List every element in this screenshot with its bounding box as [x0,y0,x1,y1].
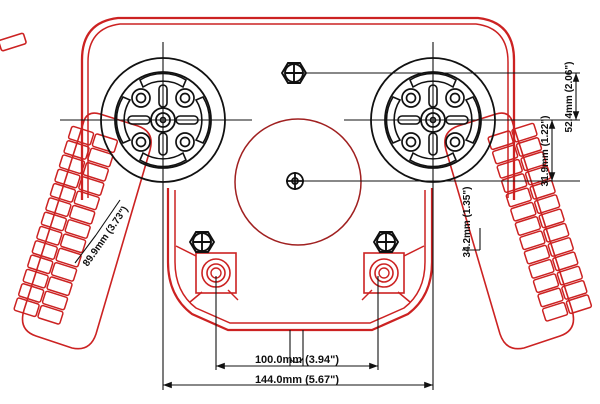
left-pedal-tread [0,32,152,350]
dim-right-arm-offset-label: 34.2mm (1.35") [462,187,473,258]
left-pedal-rungs [13,125,119,325]
right-bracket-hex-bolt [372,231,400,253]
left-bracket-hex-bolt [188,231,216,253]
right-mount-block [361,245,425,303]
right-wheel-bolt-holes [401,88,465,152]
right-pedal-tread [444,112,593,350]
leader-lines [74,199,481,264]
dim-upper-offset-label: 52.4mm (2.06") [564,62,575,133]
right-wheel-arc-slots [385,72,481,168]
top-frame-tube [80,16,516,200]
left-mount-block [175,245,239,303]
dim-lower-offset-label: 31.9mm (1.22") [540,116,551,187]
lower-cradle-frame [166,188,434,332]
left-wheel-arc-slots [115,72,211,168]
dim-overall-width-label: 144.0mm (5.67") [255,374,339,386]
right-wheel-centerlines [344,42,580,250]
red-frame-group [0,16,593,350]
left-wheel-centerlines [60,42,252,250]
dim-mount-spacing-label: 100.0mm (3.94") [255,354,339,366]
left-wheel-bolt-holes [131,88,195,152]
right-pedal-rungs [487,122,593,322]
center-drum-circle [234,118,362,246]
dimension-lines [162,73,580,390]
dim-left-pedal-length-label: 89.9mm (3.73") [81,204,131,268]
